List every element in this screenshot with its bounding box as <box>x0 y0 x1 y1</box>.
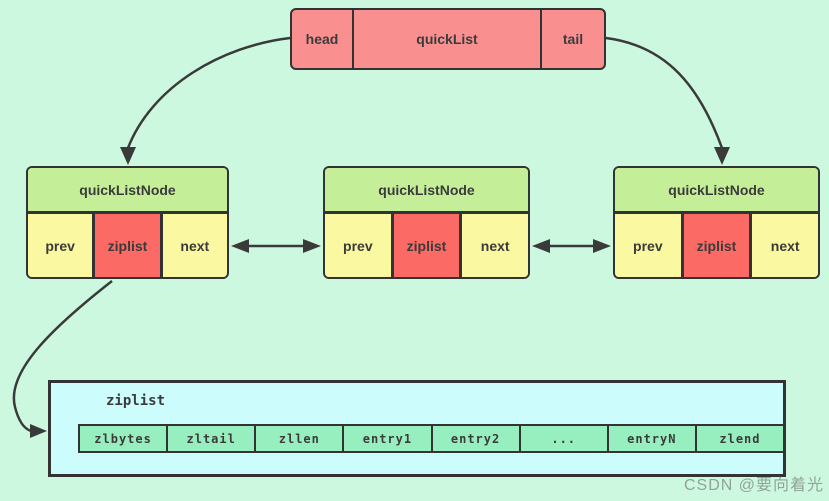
arrowhead-left-node1 <box>231 239 249 253</box>
arrowhead-left-node2 <box>532 239 550 253</box>
ziplist-cell-entry1: entry1 <box>342 424 433 453</box>
quicklistnode-3-cells: prev ziplist next <box>615 214 818 277</box>
ziplist-cell-entry2: entry2 <box>430 424 521 453</box>
quicklistnode-1-title: quickListNode <box>28 168 227 214</box>
quicklistnode-2-next-cell: next <box>462 214 528 277</box>
arrow-head-to-node1 <box>126 36 291 149</box>
quicklistnode-1-next-cell: next <box>162 214 227 277</box>
quicklistnode-3-next-cell: next <box>752 214 818 277</box>
quicklist-title-cell: quickList <box>354 10 540 68</box>
ziplist-box: ziplist zlbytes zltail zllen entry1 entr… <box>48 380 786 477</box>
ziplist-cell-zltail: zltail <box>166 424 257 453</box>
quicklistnode-1-cells: prev ziplist next <box>28 214 227 277</box>
quicklistnode-1-ziplist-cell: ziplist <box>92 214 163 277</box>
csdn-watermark: CSDN @要向着光 <box>683 477 824 494</box>
quicklist-head-cell: head <box>292 10 354 68</box>
quicklistnode-3-title: quickListNode <box>615 168 818 214</box>
ziplist-cell-entryN: entryN <box>606 424 697 453</box>
quicklist-head-label: head <box>305 31 339 47</box>
quicklistnode-2-ziplist-cell: ziplist <box>390 214 463 277</box>
quicklistnode-3-ziplist-cell: ziplist <box>680 214 753 277</box>
quicklistnode-1-prev-cell: prev <box>28 214 93 277</box>
arrowhead-down-node1 <box>120 147 136 165</box>
quicklistnode-2: quickListNode prev ziplist next <box>323 166 530 279</box>
quicklist-tail-label: tail <box>562 31 584 47</box>
ziplist-cell-zllen: zllen <box>254 424 345 453</box>
quicklist-tail-cell: tail <box>540 10 604 68</box>
arrowhead-down-node3 <box>714 147 730 165</box>
arrow-tail-to-node3 <box>605 36 724 149</box>
ziplist-box-label: ziplist <box>106 393 166 409</box>
quicklistnode-1: quickListNode prev ziplist next <box>26 166 229 279</box>
ziplist-cell-zlend: zlend <box>694 424 785 453</box>
arrowhead-right-node2 <box>303 239 321 253</box>
quicklist-box: head quickList tail <box>290 8 606 70</box>
arrowhead-right-node3 <box>593 239 611 253</box>
ziplist-cells-row: zlbytes zltail zllen entry1 entry2 ... e… <box>78 424 785 453</box>
quicklistnode-3-prev-cell: prev <box>615 214 681 277</box>
ziplist-cell-zlbytes: zlbytes <box>78 424 169 453</box>
quicklistnode-2-prev-cell: prev <box>325 214 391 277</box>
quicklistnode-3: quickListNode prev ziplist next <box>613 166 820 279</box>
ziplist-cell-ellipsis: ... <box>518 424 609 453</box>
quicklistnode-2-cells: prev ziplist next <box>325 214 528 277</box>
arrowhead-into-zipbox <box>30 424 47 438</box>
quicklistnode-2-title: quickListNode <box>325 168 528 214</box>
quicklist-title: quickList <box>416 31 478 47</box>
